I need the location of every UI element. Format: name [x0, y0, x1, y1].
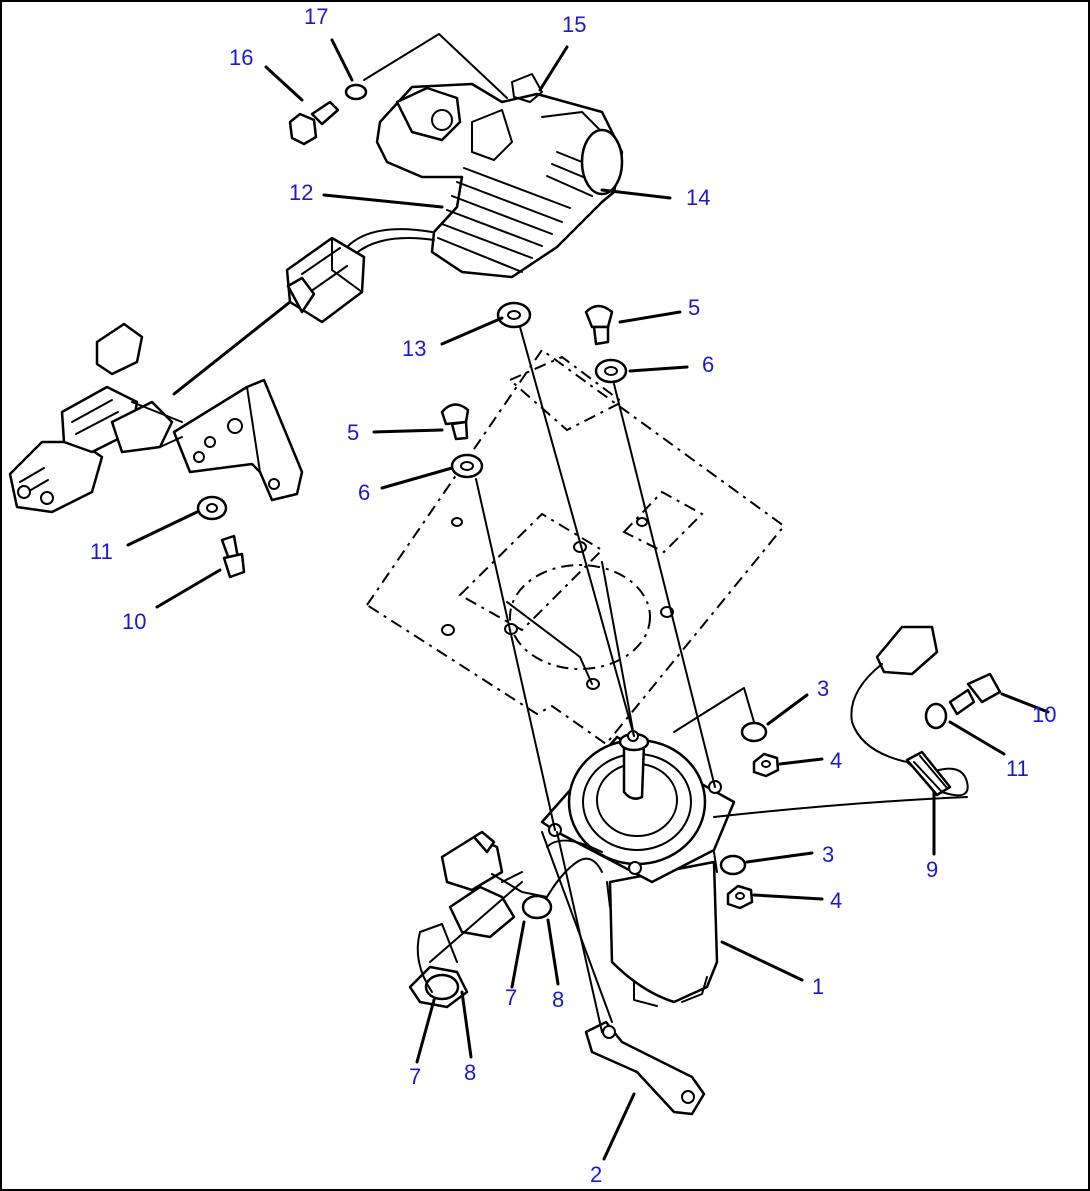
callout-6-left: 6	[358, 480, 370, 505]
washer-6-left	[450, 453, 484, 479]
callout-8-left: 8	[464, 1060, 476, 1085]
callout-11-right: 11	[1006, 756, 1029, 781]
callout-6-right: 6	[702, 352, 714, 377]
callout-14: 14	[686, 185, 710, 210]
callout-12: 12	[289, 180, 313, 205]
callout-10-right: 10	[1032, 702, 1056, 727]
washer-11-left	[196, 495, 228, 521]
callout-16: 16	[229, 45, 253, 70]
washer-6-right	[594, 358, 628, 384]
bolt-10-right	[948, 672, 1002, 716]
callout-13: 13	[402, 336, 426, 361]
callout-7-right: 7	[505, 985, 517, 1010]
callout-3-upper: 3	[817, 676, 829, 701]
joystick-lever-part	[346, 73, 624, 279]
bolt-16	[288, 100, 340, 146]
harness-connectors-left	[8, 322, 183, 514]
callout-4-upper: 4	[830, 748, 842, 773]
mounting-plate-outline	[365, 348, 786, 746]
callout-5-left: 5	[347, 420, 359, 445]
callout-11-left: 11	[90, 539, 113, 564]
callout-10-left: 10	[122, 609, 146, 634]
washer-3-lower	[719, 854, 747, 876]
lower-connectors-7-8	[408, 830, 603, 1009]
bolt-5-left	[440, 403, 470, 441]
callout-2: 2	[590, 1162, 602, 1187]
harness-bracket-left	[172, 378, 304, 502]
joystick-valve-body	[540, 730, 736, 1007]
callout-17: 17	[304, 4, 328, 29]
nut-4-lower	[726, 884, 754, 910]
callout-1: 1	[812, 974, 824, 999]
callout-15: 15	[562, 12, 586, 37]
bolt-10-left	[220, 534, 246, 579]
leader-lines	[126, 38, 1050, 1161]
nut-4-upper	[752, 752, 780, 778]
callout-3-lower: 3	[822, 842, 834, 867]
assembly-lines	[363, 33, 755, 1033]
callout-labels: 1 2 3 3 4 4 5 5 6 6 7 7 8 8 9 10 10 11 1…	[90, 4, 1056, 1187]
nut-13	[496, 301, 532, 329]
lower-bracket-part	[584, 1020, 706, 1116]
washer-17	[344, 83, 368, 101]
callout-7-left: 7	[409, 1064, 421, 1089]
callout-9: 9	[926, 857, 938, 882]
bolt-5-right	[584, 304, 614, 346]
washer-3-upper	[740, 721, 768, 743]
callout-5-right: 5	[688, 295, 700, 320]
right-harness-9	[713, 625, 969, 818]
lever-harness-connector	[285, 236, 366, 324]
washer-11-right	[924, 702, 948, 730]
callout-8-right: 8	[552, 987, 564, 1012]
callout-4-lower: 4	[830, 888, 842, 913]
harness-wire-to-bracket	[172, 300, 292, 396]
